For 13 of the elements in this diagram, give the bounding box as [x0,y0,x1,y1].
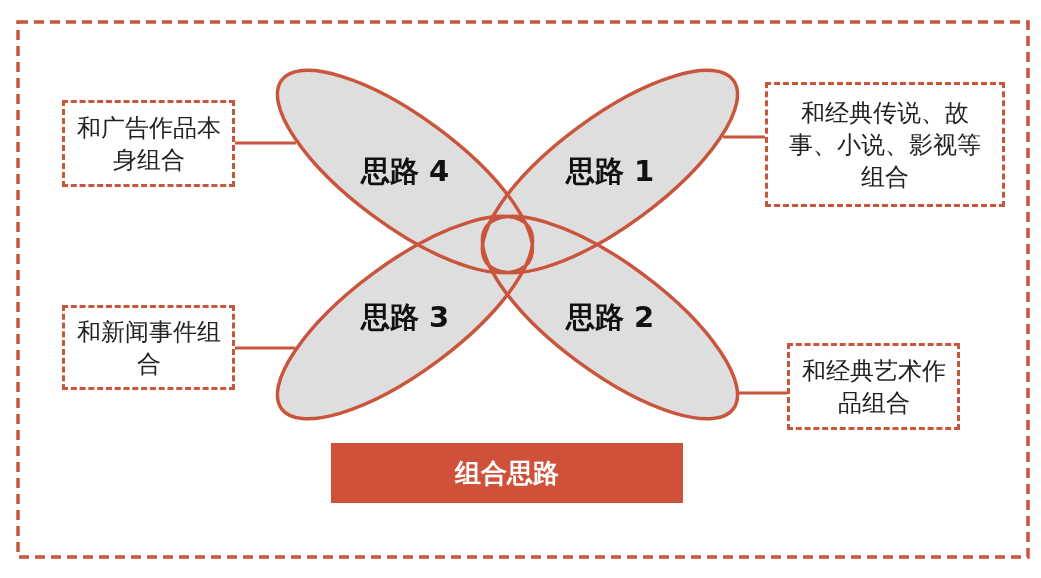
petal-label: 思路 2 [564,299,656,336]
text-box: 和广告作品本身组合 [62,100,235,187]
connector-line [723,135,765,139]
petal-label: 思路 3 [359,299,451,336]
petal-label: 思路 1 [564,153,656,190]
connector-line [235,346,296,350]
title-bar: 组合思路 [331,443,683,503]
connector-line [738,391,787,395]
text-box: 和经典传说、故事、小说、影视等组合 [765,82,1005,207]
connector-line [235,141,296,145]
petal-label: 思路 4 [359,153,451,190]
text-box: 和经典艺术作品组合 [787,343,960,430]
text-box: 和新闻事件组合 [62,305,235,390]
